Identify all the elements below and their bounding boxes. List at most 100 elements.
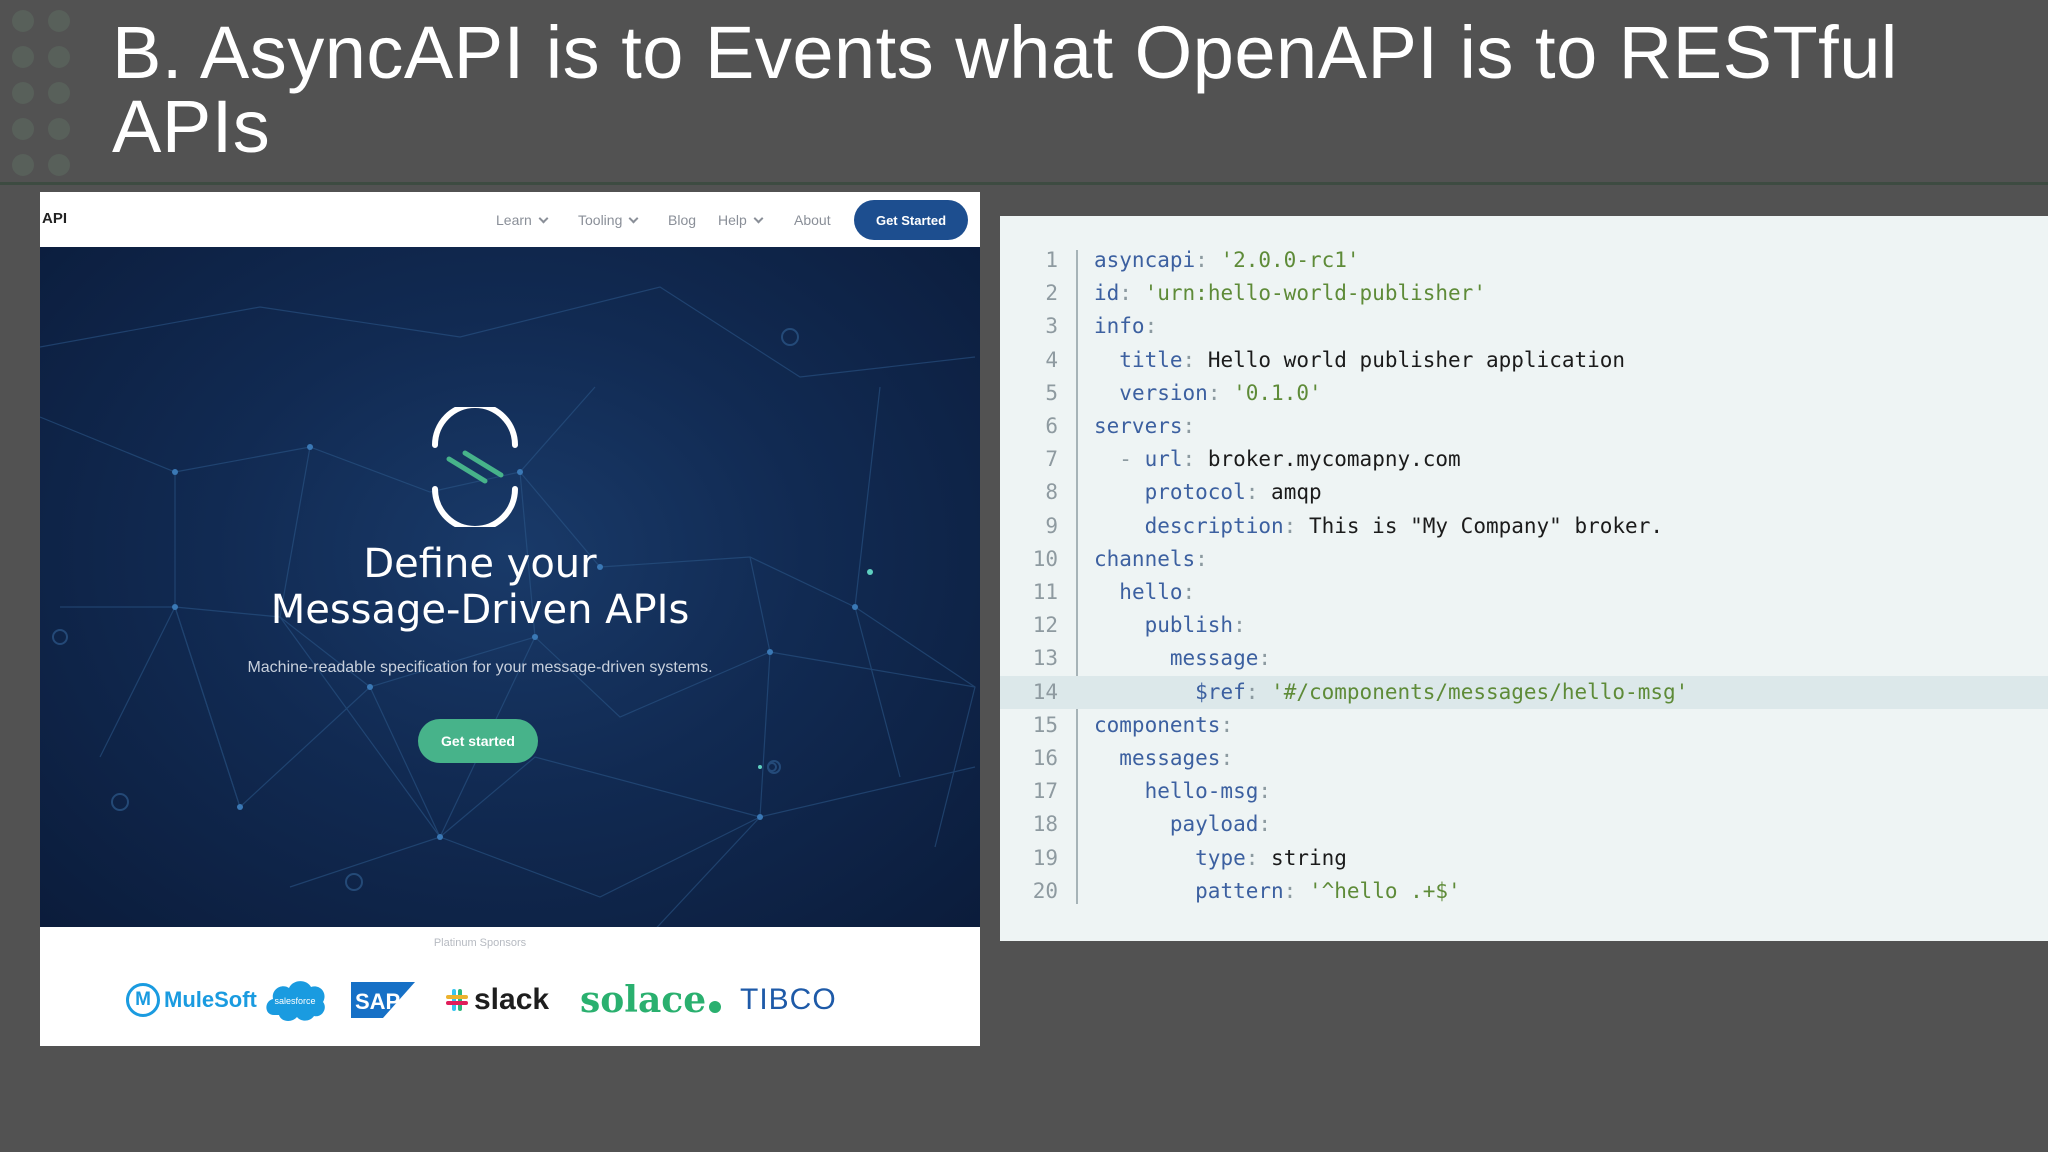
- sap-logo[interactable]: SAP: [351, 975, 415, 1025]
- code-text: asyncapi: '2.0.0-rc1': [1094, 248, 1360, 272]
- code-line: 19 type: string: [1000, 842, 2048, 875]
- yaml-key: info: [1094, 314, 1145, 338]
- line-number: 12: [1032, 613, 1058, 637]
- line-number: 1: [1045, 248, 1058, 272]
- nav-learn-label: Learn: [496, 212, 532, 228]
- mulesoft-wordmark: MuleSoft: [164, 987, 257, 1012]
- slack-logo[interactable]: slack: [444, 975, 549, 1025]
- line-number-gutter: [1076, 250, 1078, 904]
- code-line: 12 publish:: [1000, 609, 2048, 642]
- hero-subtitle: Machine-readable specification for your …: [247, 659, 713, 676]
- asyncapi-logo-icon: [432, 407, 518, 527]
- line-number: 16: [1032, 746, 1058, 770]
- yaml-key: $ref: [1195, 680, 1246, 704]
- line-number: 6: [1045, 414, 1058, 438]
- yaml-value: string: [1271, 846, 1347, 870]
- line-number: 20: [1032, 879, 1058, 903]
- salesforce-cloud-icon: salesforce: [266, 981, 325, 1021]
- slack-hash-icon: [446, 989, 468, 1011]
- nav-learn[interactable]: Learn: [496, 212, 549, 228]
- yaml-key: type: [1195, 846, 1246, 870]
- mulesoft-logo[interactable]: M MuleSoft: [126, 975, 257, 1025]
- line-number: 3: [1045, 314, 1058, 338]
- yaml-value: '2.0.0-rc1': [1220, 248, 1360, 272]
- sap-wordmark: SAP: [355, 989, 400, 1014]
- get-started-hero-button[interactable]: Get started: [418, 719, 538, 763]
- hero-headline-line2: Message-Driven APIs: [270, 587, 690, 633]
- code-text: hello:: [1119, 580, 1196, 604]
- site-navbar: API Learn Tooling Blog Help About Get St…: [40, 192, 980, 247]
- code-line: 18 payload:: [1000, 808, 2048, 841]
- network-background: [40, 286, 976, 927]
- yaml-key: version: [1119, 381, 1208, 405]
- code-text: payload:: [1169, 812, 1272, 836]
- line-number: 5: [1045, 381, 1058, 405]
- code-text: pattern: '^hello .+$': [1195, 879, 1461, 903]
- yaml-key: protocol: [1144, 480, 1246, 504]
- sponsors-section: Platinum Sponsors M MuleSoft salesforce …: [40, 927, 980, 1046]
- hero-headline-line1: Define your: [363, 541, 597, 587]
- yaml-key: messages: [1119, 746, 1221, 770]
- line-number: 4: [1045, 348, 1058, 372]
- code-text: protocol: amqp: [1144, 480, 1322, 504]
- nav-help[interactable]: Help: [718, 212, 764, 228]
- code-text: title: Hello world publisher application: [1119, 348, 1626, 372]
- line-number: 17: [1032, 779, 1058, 803]
- site-logo[interactable]: API: [42, 210, 68, 227]
- nav-help-label: Help: [718, 212, 747, 228]
- get-started-nav-button[interactable]: Get Started: [854, 200, 968, 240]
- hero-section: Define your Message-Driven APIs Machine-…: [40, 247, 980, 927]
- code-line: 8 protocol: amqp: [1000, 476, 2048, 509]
- yaml-value: 'urn:hello-world-publisher': [1144, 281, 1486, 305]
- yaml-value: This is "My Company" broker.: [1308, 514, 1663, 538]
- code-text: version: '0.1.0': [1119, 381, 1322, 405]
- yaml-key: title: [1119, 348, 1183, 372]
- line-number: 18: [1032, 812, 1058, 836]
- solace-logo[interactable]: solace: [580, 975, 722, 1025]
- code-text: - url: broker.mycomapny.com: [1119, 447, 1461, 471]
- code-text: info:: [1094, 314, 1158, 338]
- hero-headline: Define your Message-Driven APIs: [40, 541, 920, 633]
- nav-tooling[interactable]: Tooling: [578, 212, 639, 228]
- code-line: 16 messages:: [1000, 742, 2048, 775]
- tibco-wordmark: TIBCO: [740, 983, 837, 1016]
- code-text: messages:: [1119, 746, 1234, 770]
- tibco-logo[interactable]: TIBCO: [740, 975, 837, 1025]
- line-number: 11: [1032, 580, 1058, 604]
- code-line: 7 - url: broker.mycomapny.com: [1000, 443, 2048, 476]
- chevron-down-icon: [628, 213, 639, 224]
- nav-tooling-label: Tooling: [578, 212, 623, 228]
- yaml-value: '#/components/messages/hello-msg': [1271, 680, 1689, 704]
- mulesoft-icon: M: [126, 983, 160, 1017]
- line-number: 15: [1032, 713, 1058, 737]
- code-line: 3 info:: [1000, 310, 2048, 343]
- salesforce-wordmark: salesforce: [274, 996, 315, 1006]
- yaml-key: url: [1144, 447, 1183, 471]
- yaml-key: publish: [1144, 613, 1234, 637]
- yaml-key: id: [1094, 281, 1120, 305]
- code-text: description: This is "My Company" broker…: [1144, 514, 1663, 538]
- yaml-key: servers: [1094, 414, 1183, 438]
- yaml-value: '0.1.0': [1233, 381, 1322, 405]
- code-line: 1 asyncapi: '2.0.0-rc1': [1000, 244, 2048, 277]
- code-line: 5 version: '0.1.0': [1000, 377, 2048, 410]
- line-number: 14: [1032, 680, 1058, 704]
- sponsors-label: Platinum Sponsors: [433, 937, 527, 949]
- nav-blog[interactable]: Blog: [668, 212, 697, 228]
- line-number: 8: [1045, 480, 1058, 504]
- nav-about[interactable]: About: [794, 212, 831, 228]
- code-line: 14 $ref: '#/components/messages/hello-ms…: [1000, 676, 2048, 709]
- code-text: channels:: [1094, 547, 1208, 571]
- code-text: type: string: [1195, 846, 1347, 870]
- code-text: $ref: '#/components/messages/hello-msg': [1195, 680, 1689, 704]
- solace-wordmark: solace: [580, 979, 707, 1021]
- line-number: 13: [1032, 646, 1058, 670]
- list-dash: -: [1119, 447, 1145, 471]
- code-text: id: 'urn:hello-world-publisher': [1094, 281, 1486, 305]
- code-line: 11 hello:: [1000, 576, 2048, 609]
- salesforce-logo[interactable]: salesforce: [262, 975, 328, 1025]
- line-number: 2: [1045, 281, 1058, 305]
